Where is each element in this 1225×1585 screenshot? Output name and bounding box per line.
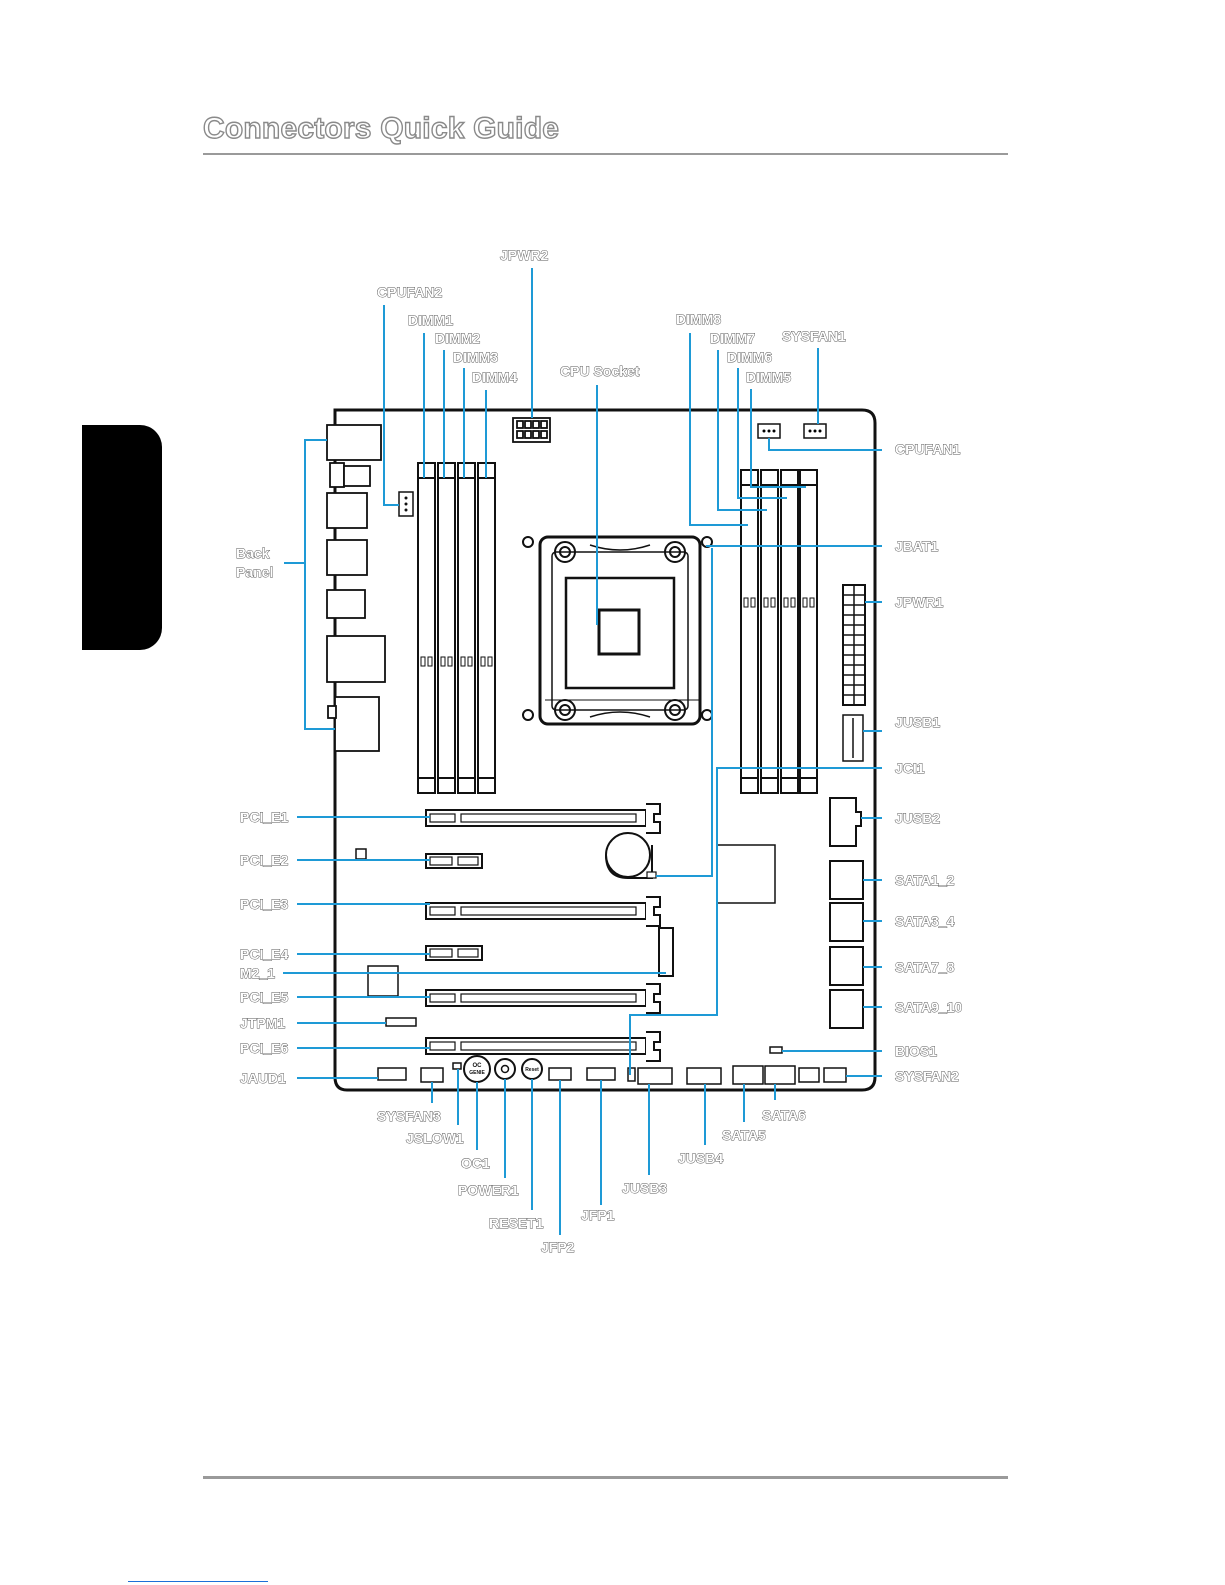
label-pci-e4: PCI_E4 [240, 946, 288, 962]
oc-genie-text-1: OC [473, 1063, 483, 1069]
label-dimm4: DIMM4 [472, 369, 517, 385]
label-dimm6: DIMM6 [727, 349, 772, 365]
label-reset1: RESET1 [489, 1215, 544, 1231]
label-sysfan3: SYSFAN3 [377, 1108, 441, 1124]
label-jslow1: JSLOW1 [406, 1130, 464, 1146]
page-title: Connectors Quick Guide [202, 111, 560, 145]
label-sata6: SATA6 [762, 1107, 806, 1123]
label-sata1-2: SATA1_2 [895, 872, 955, 888]
label-pci-e1: PCI_E1 [240, 809, 288, 825]
label-sysfan1: SYSFAN1 [782, 328, 846, 344]
cmos-battery [605, 832, 653, 879]
label-dimm8: DIMM8 [676, 311, 721, 327]
oc-genie-button: OC GENIE [463, 1055, 491, 1083]
label-cpufan1: CPUFAN1 [895, 441, 961, 457]
label-dimm1: DIMM1 [408, 312, 453, 328]
pcie-slots [355, 803, 661, 1062]
label-dimm5: DIMM5 [746, 369, 791, 385]
reset-button-text: Reset [525, 1067, 539, 1073]
label-cpufan2: CPUFAN2 [377, 284, 443, 300]
jbat1-jumper [646, 871, 657, 879]
motherboard-board [333, 408, 877, 1092]
label-jtpm1: JTPM1 [240, 1015, 285, 1031]
chipset [716, 844, 776, 904]
m2-slot [658, 927, 674, 977]
jpwr1-connector [842, 584, 866, 706]
label-sata7-8: SATA7_8 [895, 959, 955, 975]
label-jusb1: JUSB1 [895, 714, 940, 730]
label-m2-1: M2_1 [240, 965, 275, 981]
label-jusb3: JUSB3 [622, 1180, 667, 1196]
label-jbat1: JBAT1 [895, 538, 939, 554]
label-dimm2: DIMM2 [435, 330, 480, 346]
footer-rule [203, 1476, 1008, 1479]
label-jpwr1: JPWR1 [895, 594, 943, 610]
bottom-headers [377, 1062, 847, 1085]
label-back-panel-line2: Panel [236, 564, 273, 580]
oc-genie-text-2: GENIE [469, 1070, 485, 1076]
label-jusb2: JUSB2 [895, 810, 940, 826]
label-jaud1: JAUD1 [240, 1070, 286, 1086]
power-button [494, 1058, 516, 1080]
label-sysfan2: SYSFAN2 [895, 1068, 959, 1084]
label-sata9-10: SATA9_10 [895, 999, 962, 1015]
connector-labels: JPWR2 CPUFAN2 DIMM1 DIMM2 DIMM3 DIMM4 CP… [236, 247, 963, 1256]
label-jfp2: JFP2 [541, 1239, 575, 1255]
jusb2-header [829, 797, 862, 847]
sysfan1-header [803, 423, 827, 439]
label-pci-e6: PCI_E6 [240, 1040, 288, 1056]
cpu-socket [522, 535, 713, 726]
title-rule [203, 153, 1008, 155]
board-components [367, 965, 783, 1082]
jusb1-header [842, 714, 864, 762]
label-sata3-4: SATA3_4 [895, 913, 955, 929]
leader-lines [283, 268, 882, 1235]
sata-ports-right [829, 860, 864, 1029]
label-jpwr2: JPWR2 [500, 247, 548, 263]
label-jusb4: JUSB4 [678, 1150, 723, 1166]
label-dimm3: DIMM3 [453, 349, 498, 365]
back-panel-ports [326, 424, 386, 752]
label-dimm7: DIMM7 [710, 330, 755, 346]
label-jfp1: JFP1 [581, 1207, 615, 1223]
label-oc1: OC1 [461, 1155, 490, 1171]
jpwr2-connector [512, 417, 551, 443]
dimm-slots-left [417, 462, 496, 794]
label-power1: POWER1 [458, 1182, 519, 1198]
label-pci-e5: PCI_E5 [240, 989, 288, 1005]
label-back-panel-line1: Back [236, 545, 270, 561]
label-bios1: BIOS1 [895, 1043, 937, 1059]
cpufan1-header [757, 423, 781, 439]
reset-button: Reset [521, 1058, 543, 1080]
label-sata5: SATA5 [722, 1127, 766, 1143]
section-tab [82, 425, 162, 650]
dimm-slots-right [740, 469, 818, 794]
label-pci-e2: PCI_E2 [240, 852, 288, 868]
cpufan2-header [398, 491, 414, 517]
footer-link-underline [128, 1581, 268, 1582]
label-cpu-socket: CPU Socket [560, 363, 640, 379]
label-jci1: JCI1 [895, 760, 925, 776]
label-pci-e3: PCI_E3 [240, 896, 288, 912]
